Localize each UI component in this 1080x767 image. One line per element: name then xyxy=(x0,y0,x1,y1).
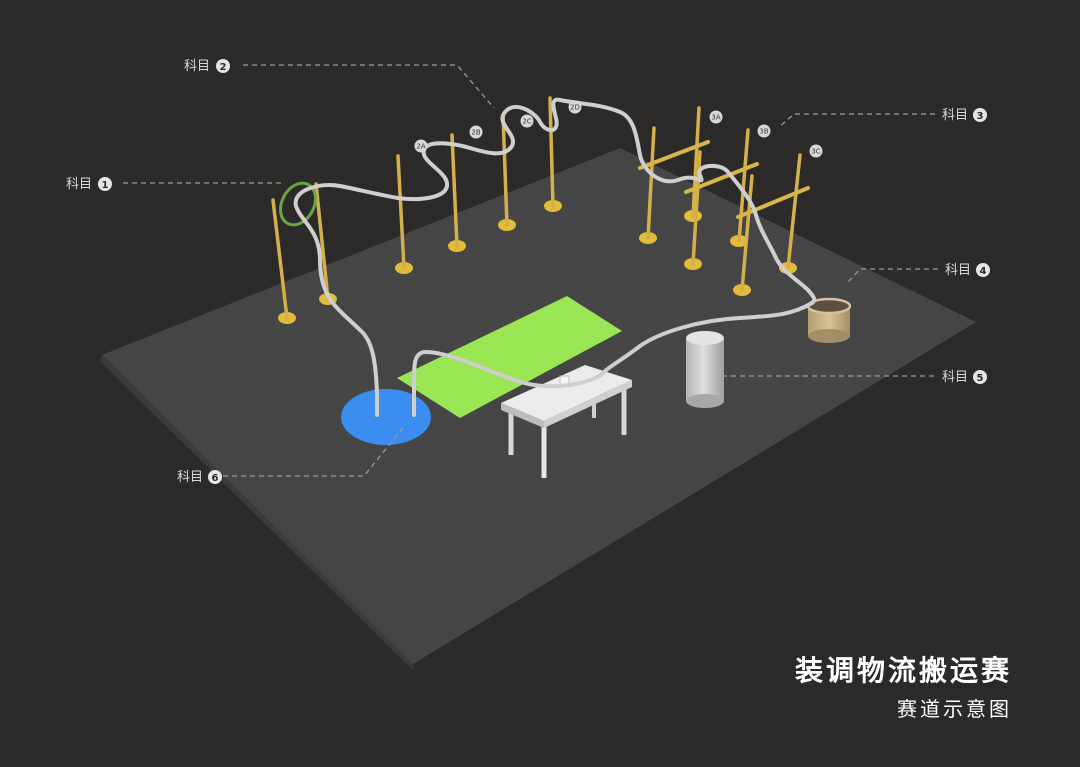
tag-2b: 2B xyxy=(469,125,483,139)
hurdle-bar xyxy=(638,140,710,170)
pole xyxy=(737,128,750,243)
number-badge xyxy=(973,370,987,384)
pole xyxy=(450,133,459,248)
tag-2a: 2A xyxy=(414,139,428,153)
number-badge xyxy=(976,263,990,277)
item-label-6: 科目 6 xyxy=(177,470,222,485)
tag-circle xyxy=(568,100,582,114)
pole xyxy=(396,154,406,270)
tag-text: 2C xyxy=(522,118,531,126)
item-label-1: 科目 1 xyxy=(66,177,112,192)
number-badge xyxy=(973,108,987,122)
number-badge-text: 3 xyxy=(977,111,984,122)
tag-3c: 3C xyxy=(809,144,823,158)
pole xyxy=(314,182,330,301)
tag-3b: 3B xyxy=(757,124,771,138)
section-2-poles xyxy=(395,96,562,274)
tag-circle xyxy=(520,114,534,128)
item-label-text: 科目 xyxy=(177,470,203,485)
tag-circle xyxy=(414,139,428,153)
hurdle-bar xyxy=(736,186,810,219)
tag-text: 2B xyxy=(471,129,480,137)
number-badge xyxy=(208,470,222,484)
pole xyxy=(548,96,555,208)
item-label-4: 科目 4 xyxy=(945,263,990,278)
pole xyxy=(646,126,656,240)
item-label-text: 科目 xyxy=(942,108,968,123)
item-label-2: 科目 2 xyxy=(184,59,230,74)
basket-bottom xyxy=(808,329,850,343)
section-3-hurdles xyxy=(638,106,810,296)
item-label-text: 科目 xyxy=(184,59,210,74)
floor-edge xyxy=(100,355,413,670)
number-badge-text: 6 xyxy=(212,473,219,484)
leader-line-3 xyxy=(777,113,935,129)
number-badge xyxy=(98,177,112,191)
table-top xyxy=(501,365,632,421)
item-label-3: 科目 3 xyxy=(942,108,987,123)
tag-text: 3A xyxy=(711,114,720,122)
tag-2c: 2C xyxy=(520,114,534,128)
cylinder-bottom xyxy=(686,394,724,408)
work-table xyxy=(501,365,632,478)
tag-2d: 2D xyxy=(568,100,582,114)
number-badge-text: 1 xyxy=(102,180,109,191)
green-zone xyxy=(397,296,622,418)
route-path xyxy=(293,97,817,417)
pole xyxy=(501,113,509,227)
cylinder-body xyxy=(686,338,724,401)
pole xyxy=(786,153,802,270)
table-edge xyxy=(501,403,544,428)
table-edge xyxy=(544,380,632,428)
number-badge-text: 2 xyxy=(220,62,227,73)
tag-3a: 3A xyxy=(709,110,723,124)
tag-circle xyxy=(757,124,771,138)
blue-zone xyxy=(341,389,431,445)
pole xyxy=(691,106,701,218)
tag-circle xyxy=(469,125,483,139)
basket xyxy=(806,297,852,343)
number-badge-text: 4 xyxy=(980,266,987,277)
leader-line-6 xyxy=(223,423,407,477)
tag-text: 2D xyxy=(570,104,580,112)
item-label-text: 科目 xyxy=(945,263,971,278)
tag-circle xyxy=(709,110,723,124)
number-badge-text: 5 xyxy=(977,373,984,384)
pole xyxy=(740,174,754,292)
tag-circle xyxy=(809,144,823,158)
cylinder-top xyxy=(686,331,724,345)
ring-target xyxy=(278,181,318,227)
diagram-subtitle: 赛道示意图 xyxy=(897,697,1012,721)
section-1-gate xyxy=(271,181,337,324)
tag-text: 3C xyxy=(811,148,820,156)
cylinder-obstacle xyxy=(686,331,724,408)
pole xyxy=(271,198,289,320)
tag-text: 2A xyxy=(416,143,425,151)
tag-text: 3B xyxy=(759,128,768,136)
item-label-text: 科目 xyxy=(66,177,92,192)
item-label-5: 科目 5 xyxy=(942,370,987,385)
item-label-text: 科目 xyxy=(942,370,968,385)
diagram-title: 装调物流搬运赛 xyxy=(795,654,1012,687)
number-badge xyxy=(216,59,230,73)
hurdle-bar xyxy=(684,162,759,194)
